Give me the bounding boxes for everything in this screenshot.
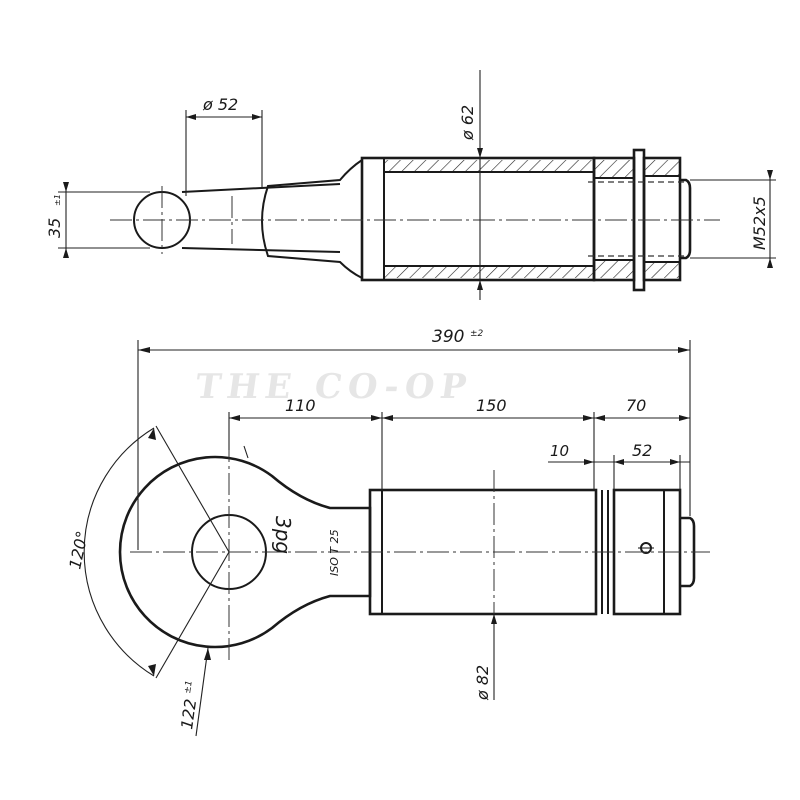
dim-overall-length-tol: ±2 [470,329,484,339]
dim-thread-length: 52 [632,441,652,460]
dim-eye-width-tol: ±1 [183,680,195,695]
dim-end-section: 70 [626,396,646,415]
watermark-text: THE CO-OP [193,367,475,407]
dim-overall-length: 390 [432,327,464,347]
part-marking: ISO T 25 [328,529,341,576]
dim-body-diameter: ø 82 [473,665,492,701]
dim-eye-thickness-tol: ±1 [53,194,62,206]
dim-body-section: 150 [476,396,507,415]
handwritten-mark: 3pg [271,516,295,554]
dim-eye-thickness: 35 [45,218,64,238]
dim-hole-diameter: ø 52 [202,95,238,114]
top-view: ø 52 ø 62 M52x5 35 ±1 [45,70,776,300]
dim-eye-section: 110 [285,396,316,415]
neck-section [261,158,363,280]
eye-outline [118,455,372,649]
dim-eye-width: 122 [177,698,200,731]
dim-angle: 120° [65,529,92,571]
dim-thread: M52x5 [750,196,769,250]
dim-groove: 10 [550,442,569,460]
dim-tube-diameter: ø 62 [458,105,477,141]
